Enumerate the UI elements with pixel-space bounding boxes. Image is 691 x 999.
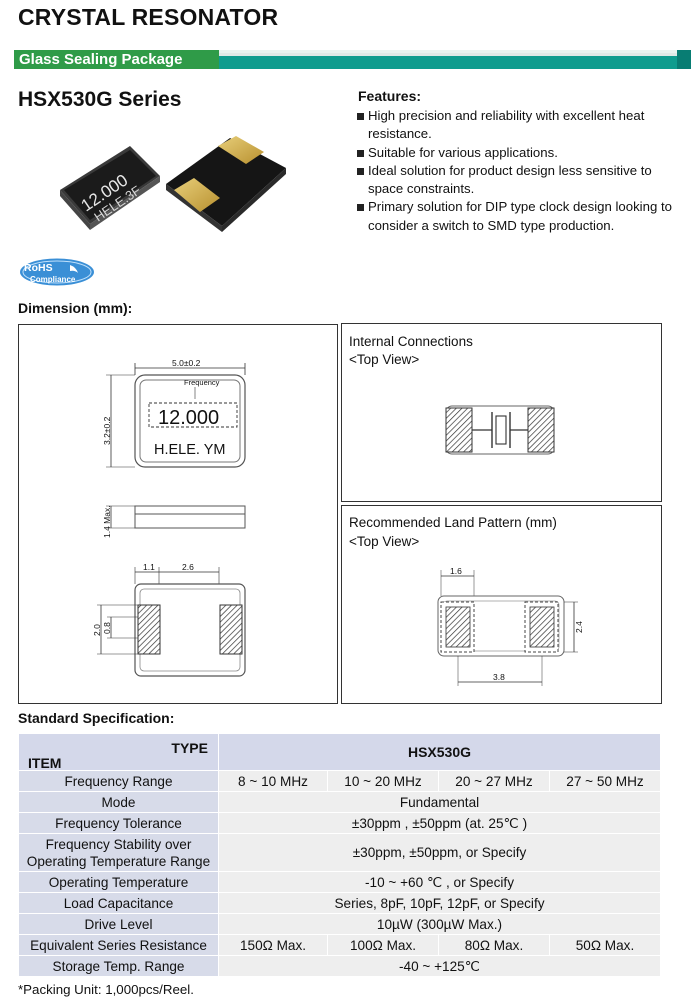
table-row: Operating Temperature -10 ~ +60 ℃ , or S… — [18, 871, 661, 893]
feature-item: Suitable for various applications. — [356, 144, 676, 162]
package-top-view: 5.0±0.2 3.2±0.2 Frequency 12.000 H.ELE. … — [102, 358, 246, 468]
cell-value: Series, 8pF, 10pF, 12pF, or Specify — [218, 892, 661, 914]
model-header: HSX530G — [218, 733, 661, 771]
table-row: Storage Temp. Range -40 ~ +125℃ — [18, 955, 661, 977]
cell-value: -40 ~ +125℃ — [218, 955, 661, 977]
product-photo: 12.000 HELE.3F — [60, 136, 286, 232]
package-side-view: 1.4 Max. — [102, 505, 246, 538]
cell-value: 50Ω Max. — [549, 934, 661, 956]
dimension-drawing: 5.0±0.2 3.2±0.2 Frequency 12.000 H.ELE. … — [92, 358, 246, 677]
feature-item: Primary solution for DIP type clock desi… — [356, 198, 676, 235]
cell-value: 10 ~ 20 MHz — [327, 770, 439, 792]
internal-connections-title: Internal Connections — [349, 334, 473, 349]
cell-value: ±30ppm , ±50ppm (at. 25℃ ) — [218, 812, 661, 834]
cell-value: -10 ~ +60 ℃ , or Specify — [218, 871, 661, 893]
table-row: Frequency Stability over Operating Tempe… — [18, 833, 661, 872]
height-dim-label: 3.2±0.2 — [102, 416, 112, 445]
rohs-compliance-text: Compliance — [30, 275, 76, 284]
cell-value: 100Ω Max. — [327, 934, 439, 956]
page-title: CRYSTAL RESONATOR — [18, 4, 279, 30]
pad-offset-label: 1.1 — [143, 562, 155, 572]
cell-value: 80Ω Max. — [438, 934, 550, 956]
cell-value: 150Ω Max. — [218, 934, 328, 956]
spec-table: TYPE ITEM HSX530G Frequency Range 8 ~ 10… — [18, 733, 661, 977]
banner-label-block: Glass Sealing Package — [14, 50, 219, 69]
table-row: Frequency Tolerance ±30ppm , ±50ppm (at.… — [18, 812, 661, 834]
row-label-line: Operating Temperature Range — [26, 853, 211, 869]
item-label: ITEM — [28, 755, 62, 771]
row-label: Storage Temp. Range — [18, 955, 219, 977]
cell-value: 10µW (300µW Max.) — [218, 913, 661, 935]
land-pattern-drawing: 1.6 2.4 3.8 — [437, 566, 584, 686]
internal-connections-panel: Internal Connections <Top View> — [341, 323, 662, 502]
banner-tip — [677, 50, 691, 69]
row-label: Frequency Range — [18, 770, 219, 792]
packing-note: *Packing Unit: 1,000pcs/Reel. — [18, 982, 194, 997]
banner-label: Glass Sealing Package — [19, 51, 183, 68]
cell-value: 27 ~ 50 MHz — [549, 770, 661, 792]
width-dim-label: 5.0±0.2 — [172, 358, 201, 368]
land-pad-height-label: 2.4 — [574, 621, 584, 633]
cell-value: 8 ~ 10 MHz — [218, 770, 328, 792]
row-label: Drive Level — [18, 913, 219, 935]
table-header-row: TYPE ITEM HSX530G — [18, 733, 661, 771]
feature-item: High precision and reliability with exce… — [356, 107, 676, 144]
crystal-bottom-view — [166, 136, 286, 232]
row-label: Equivalent Series Resistance — [18, 934, 219, 956]
land-pattern-title: Recommended Land Pattern (mm) — [349, 515, 557, 530]
frequency-value: 12.000 — [158, 407, 219, 429]
internal-connections-subtitle: <Top View> — [349, 352, 420, 367]
row-label-line: Frequency Stability over — [45, 836, 192, 852]
leaf-icon — [70, 265, 78, 273]
rohs-text: RoHS — [24, 262, 53, 274]
cell-value: ±30ppm, ±50ppm, or Specify — [218, 833, 661, 872]
feature-item: Ideal solution for product design less s… — [356, 162, 676, 199]
dimension-panel: 5.0±0.2 3.2±0.2 Frequency 12.000 H.ELE. … — [18, 324, 338, 704]
crystal-symbol-icon — [495, 415, 507, 445]
table-row: Drive Level 10µW (300µW Max.) — [18, 913, 661, 935]
spec-heading: Standard Specification: — [18, 710, 175, 726]
type-item-corner: TYPE ITEM — [18, 733, 219, 771]
features-list: High precision and reliability with exce… — [356, 107, 676, 235]
table-row: Frequency Range 8 ~ 10 MHz 10 ~ 20 MHz 2… — [18, 770, 661, 792]
rohs-badge-bg — [20, 258, 94, 286]
type-label: TYPE — [171, 740, 208, 756]
row-label: Frequency Stability over Operating Tempe… — [18, 833, 219, 872]
package-bottom-view: 1.1 2.6 2.0 0.8 — [92, 562, 246, 677]
cell-value: Fundamental — [218, 791, 661, 813]
frequency-caption: Frequency — [184, 378, 220, 387]
rohs-badge: RoHS Compliance — [20, 258, 94, 286]
dimension-heading: Dimension (mm): — [18, 300, 133, 316]
internal-connections-drawing — [445, 405, 555, 455]
pad-height-label: 2.0 — [92, 624, 102, 636]
marking-text: H.ELE. YM — [154, 442, 225, 458]
features-heading: Features: — [358, 88, 422, 104]
cell-value: 20 ~ 27 MHz — [438, 770, 550, 792]
row-label: Frequency Tolerance — [18, 812, 219, 834]
banner-stripe — [219, 50, 691, 69]
table-row: Load Capacitance Series, 8pF, 10pF, 12pF… — [18, 892, 661, 914]
row-label: Operating Temperature — [18, 871, 219, 893]
land-span-label: 3.8 — [493, 672, 505, 682]
table-row: Mode Fundamental — [18, 791, 661, 813]
row-label: Load Capacitance — [18, 892, 219, 914]
pad-inner-label: 0.8 — [102, 622, 112, 634]
section-banner: Glass Sealing Package — [14, 50, 691, 69]
table-row: Equivalent Series Resistance 150Ω Max. 1… — [18, 934, 661, 956]
land-pattern-panel: Recommended Land Pattern (mm) <Top View>… — [341, 505, 662, 704]
crystal-top-view: 12.000 HELE.3F — [60, 146, 160, 230]
series-title: HSX530G Series — [18, 88, 182, 111]
land-pattern-subtitle: <Top View> — [349, 534, 420, 549]
land-pad-width-label: 1.6 — [450, 566, 462, 576]
thickness-dim-label: 1.4 Max. — [102, 505, 112, 538]
pad-pitch-label: 2.6 — [182, 562, 194, 572]
row-label: Mode — [18, 791, 219, 813]
